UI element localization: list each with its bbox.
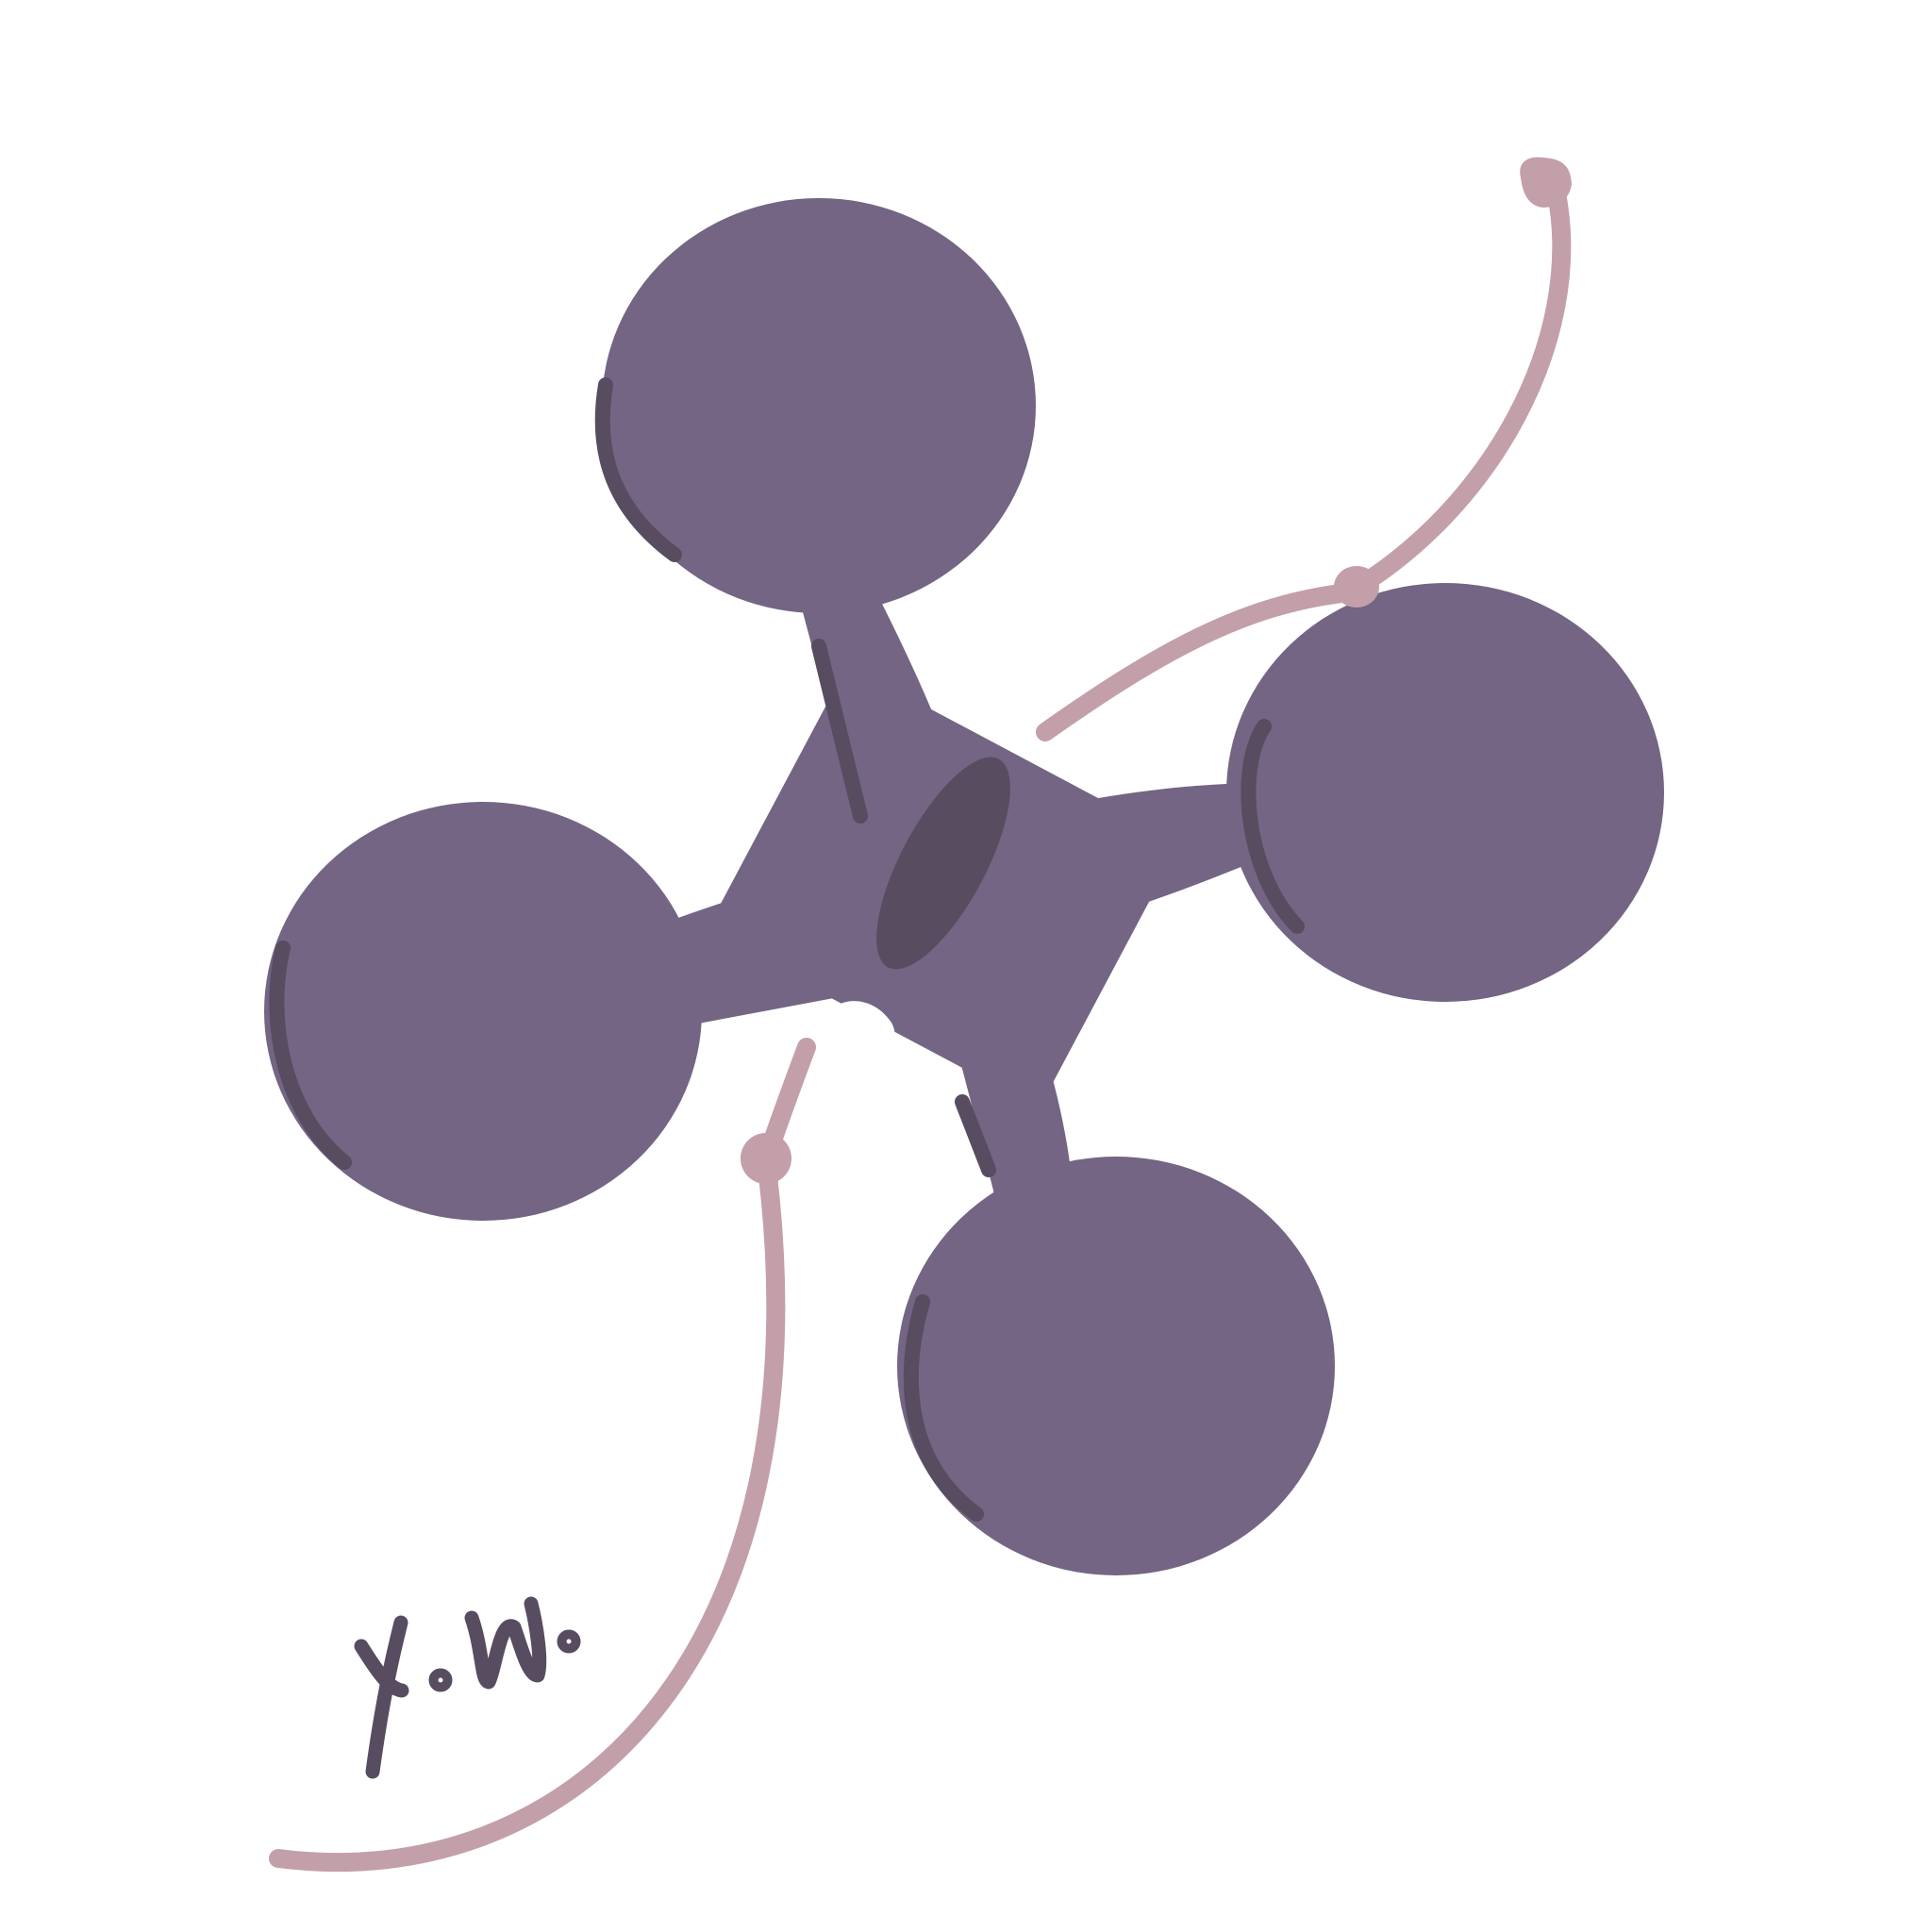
shadow-stroke-top-rotor (594, 377, 682, 562)
rotor-disc-icon (602, 198, 1036, 613)
rotor-disc-icon (897, 1157, 1335, 1575)
shadow-stroke-left-rotor (269, 941, 352, 1170)
shadow-stroke-bottom-arm (955, 1094, 996, 1177)
body-highlight (824, 1001, 895, 1055)
cord-joint-knob (741, 1133, 791, 1184)
rotor-disc-icon (264, 802, 702, 1221)
shadow-stroke-top-arm (811, 639, 868, 824)
body-center-oval (876, 757, 1010, 970)
signature-letter-w (464, 1596, 547, 1690)
signature-letter-y (354, 1615, 409, 1779)
shadow-stroke-right-rotor (1241, 719, 1305, 934)
signature-dot (428, 1668, 453, 1692)
signature (354, 1596, 581, 1779)
rotor-group (264, 198, 1664, 1575)
cord-knobs (741, 157, 1572, 1184)
shadow-stroke-bottom-rotor (903, 1294, 984, 1522)
lower-cord (269, 1038, 816, 1873)
cord-joint-knob (1334, 566, 1379, 608)
shadow-strokes (269, 377, 1305, 1522)
signature-dot (557, 1629, 581, 1654)
rotor-disc-icon (1226, 583, 1664, 1002)
cord-end-knob (1520, 157, 1572, 208)
